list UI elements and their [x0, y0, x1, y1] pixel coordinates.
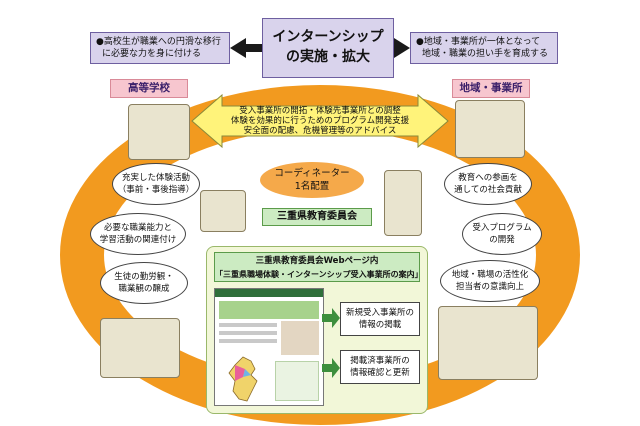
goal-right-line2: 地域・職業の担い手を育成する: [422, 49, 549, 59]
bubble-left-1-line1: 充実した体験活動: [121, 173, 190, 183]
coordinator-oval: コーディネーター 1名配置: [260, 162, 364, 198]
thumbnail-text-line: [219, 339, 277, 343]
web-info-arrows: [322, 308, 340, 378]
goal-box-right: ●地域・事業所が一体となって 地域・職業の担い手を育成する: [410, 32, 558, 64]
workers-illustration: [438, 306, 538, 380]
web-info-box-1: 新規受入事業所の 情報の掲載: [340, 302, 420, 336]
bubble-left-1-line2: （事前・事後指導）: [117, 185, 195, 195]
webpage-thumbnail: [214, 288, 324, 406]
business-meeting-illustration: [455, 100, 525, 158]
coordinator-line1: コーディネーター: [274, 168, 350, 179]
thumbnail-header-bar: [215, 289, 323, 297]
thumbnail-photo: [281, 321, 319, 355]
region-business-label: 地域・事業所: [452, 79, 530, 98]
bubble-right-2: 受入プログラム の開発: [462, 213, 542, 255]
bubble-right-2-line2: の開発: [489, 235, 515, 245]
goal-left-line2: に必要な力を身に付ける: [102, 49, 202, 59]
high-school-label: 高等学校: [110, 79, 188, 98]
computer-operator-illustration: [200, 190, 246, 232]
support-line3: 安全面の配慮、危機管理等のアドバイス: [243, 126, 397, 136]
web-info-2-line1: 掲載済事業所の: [350, 356, 410, 366]
bubble-right-3-line2: 担当者の意識向上: [455, 282, 524, 292]
bubble-left-2-line2: 学習活動の関連付け: [99, 235, 177, 245]
goal-right-line1: ●地域・事業所が一体となって: [416, 37, 541, 47]
bubble-left-3-line2: 職業観の醸成: [118, 284, 170, 294]
center-title-box: インターンシップ の実施・拡大: [262, 18, 394, 78]
bubble-left-2-line1: 必要な職業能力と: [103, 223, 172, 233]
thumbnail-text-line: [219, 331, 277, 335]
web-panel-title-line1: 三重県教育委員会Webページ内: [255, 256, 379, 266]
center-title-line2: の実施・拡大: [286, 49, 370, 65]
web-info-box-2: 掲載済事業所の 情報確認と更新: [340, 350, 420, 384]
bubble-right-2-line1: 受入プログラム: [472, 223, 532, 233]
bubble-right-3: 地域・職場の活性化 担当者の意識向上: [440, 260, 540, 302]
web-panel-title-line2: 「三重県職場体験・インターンシップ受入事業所の案内」: [215, 270, 423, 279]
web-panel-title: 三重県教育委員会Webページ内 「三重県職場体験・インターンシップ受入事業所の案…: [214, 252, 423, 282]
thumbnail-text-line: [219, 323, 277, 327]
bubble-left-2: 必要な職業能力と 学習活動の関連付け: [90, 213, 186, 255]
bubble-left-1: 充実した体験活動 （事前・事後指導）: [112, 163, 200, 205]
students-illustration: [128, 104, 190, 160]
coordinator-line2: 1名配置: [294, 181, 330, 192]
thumbnail-list: [275, 361, 319, 401]
board-of-education-label: 三重県教育委員会: [262, 208, 372, 226]
support-line2: 体験を効果的に行うためのプログラム開発支援: [230, 116, 410, 126]
web-info-1-line1: 新規受入事業所の: [345, 308, 414, 318]
bubble-left-3: 生徒の勤労観・ 職業観の醸成: [100, 262, 188, 304]
bubble-left-3-line1: 生徒の勤労観・: [114, 272, 174, 282]
bubble-right-1: 教育への参画を 通しての社会貢献: [444, 163, 532, 205]
support-line1: 受入事業所の開拓・体験先事業所との調整: [239, 106, 401, 116]
bubble-right-1-line2: 通しての社会貢献: [454, 185, 522, 195]
coordinator-person-illustration: [384, 170, 422, 236]
thumbnail-banner: [219, 301, 319, 319]
classroom-illustration: [100, 318, 180, 378]
bubble-right-3-line1: 地域・職場の活性化: [451, 270, 529, 280]
bubble-right-1-line1: 教育への参画を: [458, 173, 518, 183]
goal-left-line1: ●高校生が職業への円滑な移行: [96, 37, 221, 47]
goal-box-left: ●高校生が職業への円滑な移行 に必要な力を身に付ける: [90, 32, 230, 64]
web-info-1-line2: 情報の掲載: [358, 320, 402, 330]
support-arrow-text: 受入事業所の開拓・体験先事業所との調整 体験を効果的に行うためのプログラム開発支…: [222, 106, 418, 136]
web-info-2-line2: 情報確認と更新: [350, 368, 410, 378]
mie-map-icon: [228, 356, 258, 402]
center-title-line1: インターンシップ: [272, 29, 384, 45]
